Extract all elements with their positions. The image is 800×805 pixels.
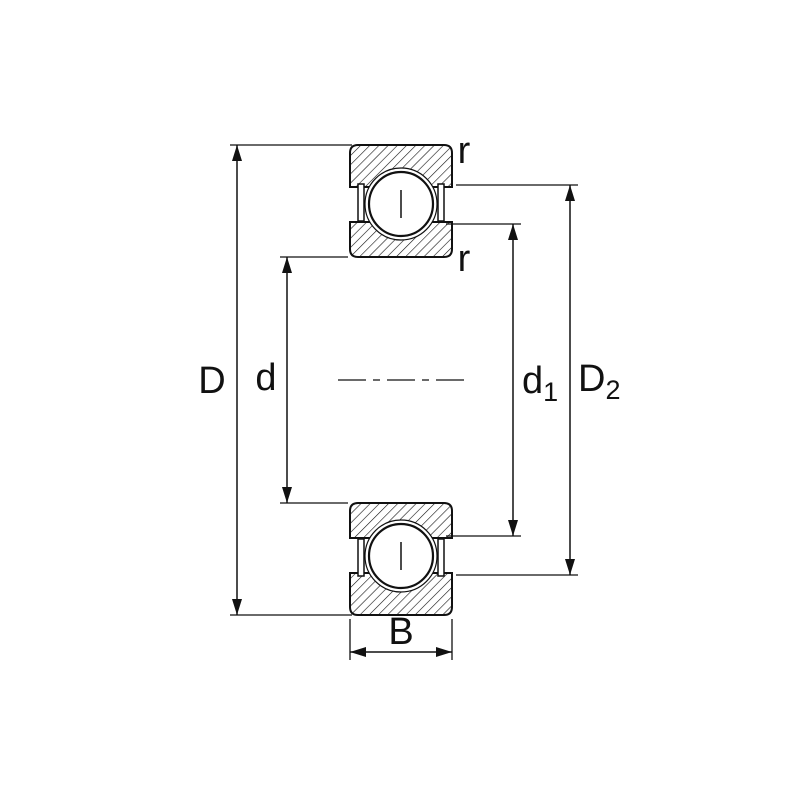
shield-right-top xyxy=(437,183,445,222)
label-D2: D2 xyxy=(578,358,620,405)
arrowhead-down xyxy=(232,599,242,615)
arrowhead-up xyxy=(282,257,292,273)
arrowhead-down xyxy=(282,487,292,503)
dimension-D: D xyxy=(198,144,352,616)
outer-ring-top xyxy=(349,144,453,188)
dimension-D2: D2 xyxy=(456,184,620,576)
bearing-bottom-section xyxy=(349,502,453,616)
outer-ring-bottom xyxy=(349,572,453,616)
dimension-d: d xyxy=(255,256,348,504)
dimension-d1: d1 xyxy=(446,223,558,537)
shield-left-bottom xyxy=(357,538,365,577)
dimension-B: B xyxy=(349,611,453,660)
arrowhead-left xyxy=(350,647,366,657)
label-r-inner: r xyxy=(458,238,471,280)
label-d1: d1 xyxy=(522,360,558,407)
label-r-outer: r xyxy=(458,130,471,172)
arrowhead-up xyxy=(232,145,242,161)
label-D: D xyxy=(198,360,225,402)
arrowhead-up xyxy=(508,224,518,240)
shield-right-bottom xyxy=(437,538,445,577)
arrowhead-right xyxy=(436,647,452,657)
label-d: d xyxy=(255,357,276,399)
arrowhead-down xyxy=(508,520,518,536)
shield-left-top xyxy=(357,183,365,222)
arrowhead-up xyxy=(565,185,575,201)
label-B: B xyxy=(388,611,413,653)
bearing-top-section xyxy=(349,144,453,258)
arrowhead-down xyxy=(565,559,575,575)
